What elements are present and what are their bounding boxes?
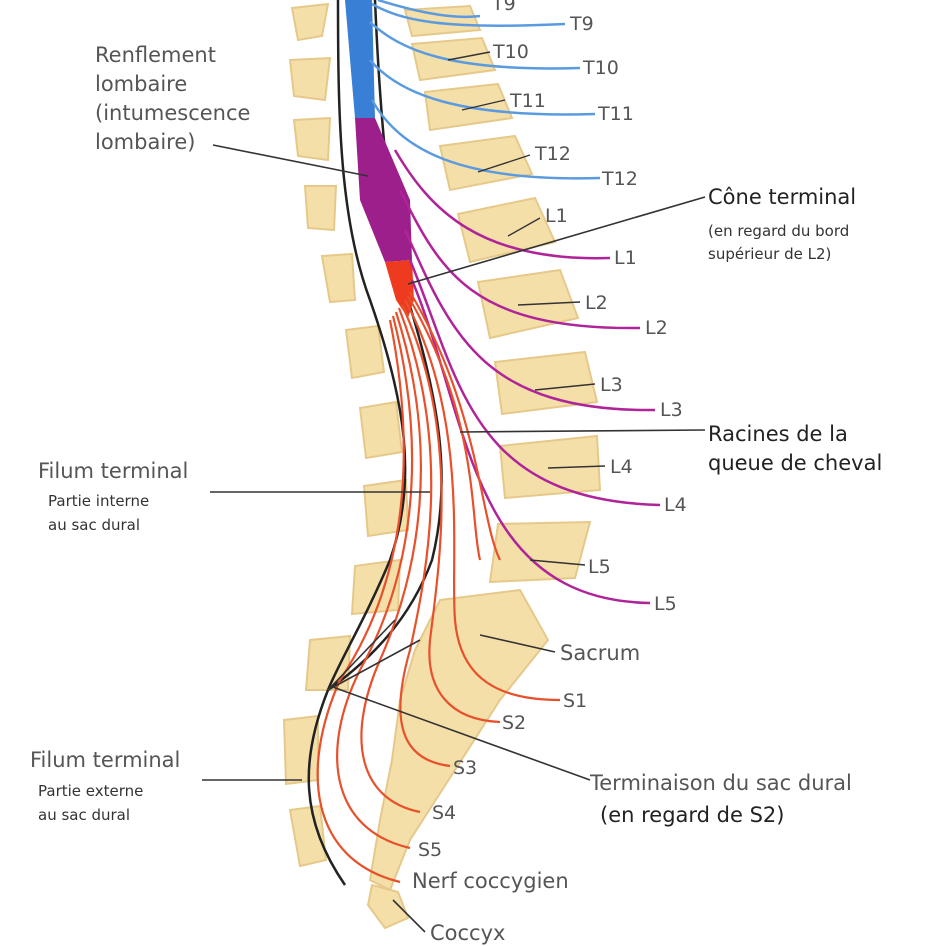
label-racines-1: Racines de la (708, 422, 848, 446)
label-nerf-coccygien: Nerf coccygien (412, 869, 569, 893)
vertebra-label-t9: T9 (491, 0, 516, 15)
vertebra-label-l3: L3 (600, 374, 623, 396)
process-9 (352, 560, 400, 614)
label-renflement-3: (intumescence (95, 101, 250, 125)
process-3 (294, 118, 330, 160)
vertebra-body-l5 (490, 522, 590, 582)
posterior-processes (284, 4, 408, 866)
process-7 (360, 402, 402, 458)
nerve-label-s1: S1 (563, 690, 587, 712)
cord-thoracic-segment (345, 0, 375, 118)
process-1 (292, 4, 328, 40)
label-racines-2: queue de cheval (708, 451, 882, 475)
label-terminaison: Terminaison du sac dural (589, 771, 852, 795)
nerve-label-t12: T12 (601, 168, 638, 190)
nerve-label-l3: L3 (660, 399, 683, 421)
vertebra-label-t12: T12 (534, 143, 571, 165)
label-filum-externe: Filum terminal (30, 748, 180, 772)
leader-racines (460, 430, 705, 432)
nerve-label-l1: L1 (614, 247, 637, 269)
label-renflement-1: Renflement (95, 43, 216, 67)
nerve-label-l4: L4 (664, 494, 687, 516)
nerve-label-t10: T10 (582, 57, 619, 79)
vertebra-label-l4: L4 (610, 456, 633, 478)
nerve-label-l5: L5 (654, 593, 677, 615)
label-cone-terminal: Cône terminal (708, 185, 856, 209)
label-renflement-2: lombaire (95, 72, 187, 96)
vertebra-label-l2: L2 (585, 292, 608, 314)
process-4 (305, 186, 336, 230)
vertebra-label-l5: L5 (588, 556, 611, 578)
vertebra-label-t11: T11 (509, 90, 546, 112)
nerve-label-s5: S5 (418, 839, 442, 861)
label-coccyx: Coccyx (430, 921, 505, 945)
process-5 (322, 254, 355, 302)
nerve-label-t9: T9 (569, 13, 594, 35)
process-2 (290, 58, 330, 100)
label-cone-sub-1: (en regard du bord (708, 222, 849, 240)
nerve-label-l2: L2 (645, 317, 668, 339)
label-filum-externe-sub-1: Partie externe (38, 782, 143, 800)
nerve-label-s4: S4 (432, 802, 456, 824)
nerve-label-s2: S2 (502, 712, 526, 734)
label-filum-interne-sub-1: Partie interne (48, 492, 149, 510)
label-filum-interne: Filum terminal (38, 459, 188, 483)
process-12 (290, 806, 326, 866)
coccyx-bone (368, 885, 408, 928)
process-6 (346, 326, 384, 378)
label-cone-sub-2: supérieur de L2) (708, 245, 831, 263)
cord-lumbar-segment (355, 118, 412, 262)
nerve-label-s3: S3 (453, 757, 477, 779)
label-sacrum: Sacrum (560, 641, 640, 665)
spinal-cord (345, 0, 414, 318)
label-filum-interne-sub-2: au sac dural (48, 516, 140, 534)
label-terminaison-sub: (en regard de S2) (600, 803, 784, 827)
label-renflement-4: lombaire) (95, 130, 195, 154)
label-filum-externe-sub-2: au sac dural (38, 806, 130, 824)
process-11 (284, 716, 318, 784)
vertebra-label-t10: T10 (492, 41, 529, 63)
text-labels: Renflement lombaire (intumescence lombai… (30, 0, 882, 945)
vertebra-label-l1: L1 (545, 205, 568, 227)
leader-renflement (213, 145, 368, 176)
nerve-label-t11: T11 (597, 103, 634, 125)
